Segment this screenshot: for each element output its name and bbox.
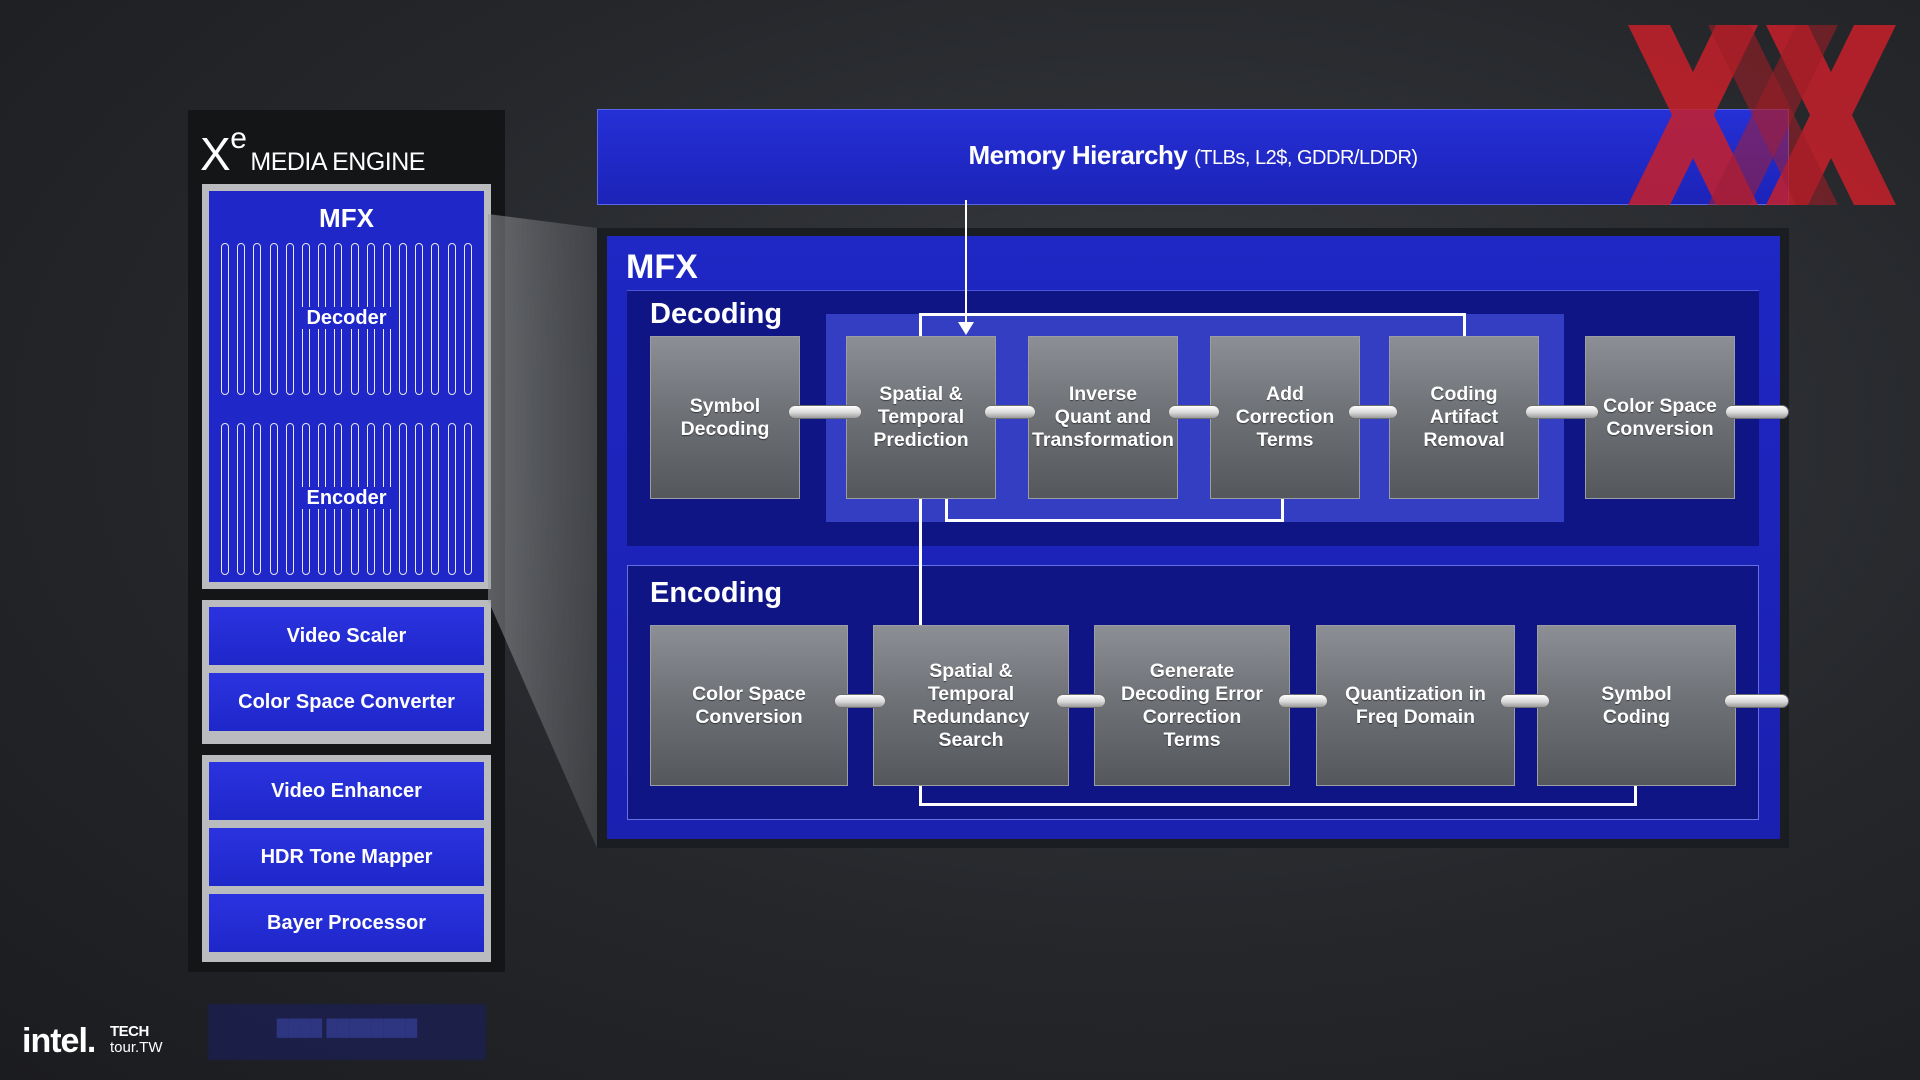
hdr-tone-mapper-block: HDR Tone Mapper [209,828,484,886]
xx-watermark-logo [1628,25,1896,205]
intel-logo: intel. [22,1022,96,1060]
memory-hierarchy-title: Memory Hierarchy (TLBs, L2$, GDDR/LDDR) [597,140,1789,171]
memory-hierarchy-bar [597,109,1789,205]
bayer-processor-block: Bayer Processor [209,894,484,952]
memory-title: Memory Hierarchy [968,140,1188,170]
decode-connector-out [1725,405,1789,419]
encoder-label: Encoder [209,487,484,510]
decoding-label: Decoding [650,298,783,330]
decode-bottom-loop-right [1281,496,1284,521]
encode-connector-out [1724,694,1789,708]
mfx-block: MFX Decoder Encoder [202,184,491,589]
decode-connector-1 [788,405,862,419]
pipeline-bar [237,423,246,575]
memory-arrow-line [965,200,967,328]
pipeline-bar [431,423,440,575]
encode-bottom-loop [919,803,1637,806]
pipeline-bar [399,423,408,575]
encoding-label: Encoding [650,577,783,609]
encode-connector-4 [1500,694,1550,708]
decode-top-loop-left [919,313,922,337]
pipeline-bar [285,243,294,395]
pipeline-bar [399,243,408,395]
mfx-detail-label: MFX [626,248,698,286]
decode-to-encode-link [919,496,922,626]
media-engine-title: XeMEDIA ENGINE [200,122,425,181]
mfx-block-inner: MFX Decoder Encoder [209,191,484,582]
pipeline-bar [285,423,294,575]
encode-connector-2 [1056,694,1106,708]
pipeline-bar [415,423,424,575]
scaler-group: Video Scaler Color Space Converter [202,600,491,744]
mfx-block-label: MFX [319,203,374,233]
pipeline-bar [431,243,440,395]
pipeline-bar [269,423,278,575]
pipeline-bar [447,423,456,575]
memory-arrow-head [958,322,974,335]
decode-top-loop [919,313,1466,316]
decode-connector-3 [1168,405,1220,419]
pipeline-bar [463,423,472,575]
color-space-converter-block: Color Space Converter [209,673,484,731]
video-scaler-block: Video Scaler [209,607,484,665]
decode-bottom-loop [945,519,1284,522]
faded-block-label: ████ ████████ [276,1020,418,1037]
pipeline-bar [415,243,424,395]
encode-bottom-loop-left [919,784,922,806]
decode-bottom-loop-left [945,496,948,521]
video-enhancer-block: Video Enhancer [209,762,484,820]
xe-x: X [200,128,231,180]
decode-connector-2 [984,405,1036,419]
enhancer-group: Video Enhancer HDR Tone Mapper Bayer Pro… [202,755,491,962]
media-engine-text: MEDIA ENGINE [250,148,425,176]
memory-subtitle: (TLBs, L2$, GDDR/LDDR) [1194,147,1418,169]
pipeline-bar [253,423,262,575]
tech-logo: TECH [110,1023,149,1040]
zoom-funnel [488,214,597,848]
encode-bottom-loop-right [1634,784,1637,806]
faded-block [208,1004,486,1060]
pipeline-bar [269,243,278,395]
pipeline-bar [221,243,229,395]
decode-top-loop-right [1463,313,1466,337]
encode-connector-3 [1278,694,1328,708]
decode-connector-5 [1525,405,1599,419]
decoder-label: Decoder [209,307,484,330]
xe-e: e [230,122,247,155]
pipeline-bar [463,243,472,395]
pipeline-bar [253,243,262,395]
pipeline-bar [237,243,246,395]
tour-logo: tour.TW [110,1039,163,1056]
pipeline-bar [447,243,456,395]
pipeline-bar [221,423,229,575]
decode-connector-4 [1348,405,1398,419]
encode-connector-1 [834,694,886,708]
